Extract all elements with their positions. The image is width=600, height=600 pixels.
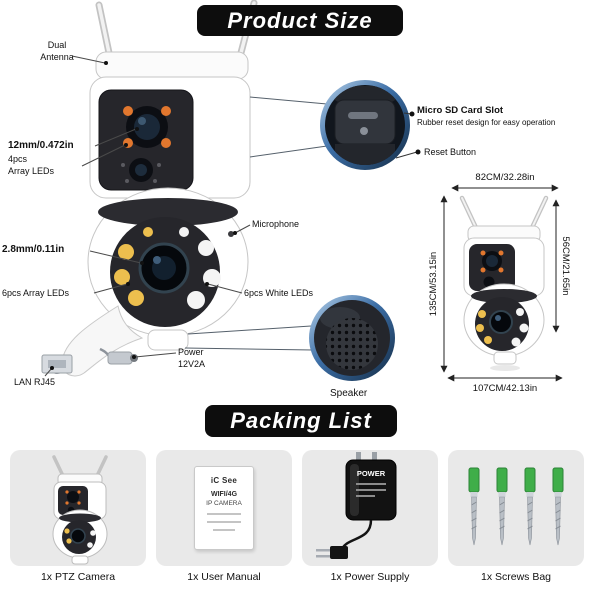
manual-wifi-text: WIFI/4G [210,491,238,498]
dimension-lines [440,184,563,382]
body-leds [114,227,221,309]
manual-decoration-line [213,529,235,531]
body-dark-face [110,217,220,327]
camera-head [89,76,251,199]
microphone-hole [228,231,234,237]
manual-decoration-line [207,521,241,523]
label-speaker: Speaker [330,388,368,399]
label-reset-button: Reset Button [424,147,477,157]
manual-brand-text: iC See [210,476,238,485]
leader-lines [44,55,251,377]
label-sd-card-desc: Rubber reset design for easy operation [417,118,556,127]
pack-box-power [302,450,438,566]
camera-body [87,187,249,337]
mount-arm [61,305,144,377]
packing-list-title-text: Packing List [230,408,372,433]
sd-card-closeup [333,86,397,165]
dim-width-top: 82CM/32.28in [475,172,535,183]
ptz-lens [138,242,190,294]
power-connector [99,347,138,365]
packing-list-title: Packing List [205,405,397,437]
tilt-band [98,198,238,226]
label-sd-card-slot: Micro SD Card Slot [417,105,504,116]
head-top-lens [123,106,171,148]
user-manual-card: iC See WIFI/4G IP CAMERA [194,466,254,550]
pack-box-camera [10,450,146,566]
dim-width-bottom: 107CM/42.13in [472,383,538,394]
label-6pcs-white-leds: 6pcs White LEDs [244,288,314,298]
lan-connector [41,354,73,374]
label-power: Power 12V2A [178,347,206,369]
pack-box-screws [448,450,584,566]
pack-label-screws-bag: 1x Screws Bag [480,571,552,583]
cable [44,364,68,374]
pack-label-power-supply: 1x Power Supply [330,571,410,583]
label-dual-antenna: Dual Antenna [40,40,74,62]
manual-camera-text: IP CAMERA [206,500,242,507]
label-microphone: Microphone [252,219,300,229]
sd-card-callout [249,80,421,170]
dim-height-left: 135CM/53.15in [428,251,439,317]
label-4pcs-array-leds: 4pcs Array LEDs [8,154,55,176]
label-lan-rj45: LAN RJ45 [14,377,56,387]
label-bottom-lens-size: 2.8mm/0.11in [2,244,65,255]
mount-bracket [95,51,249,80]
product-size-title-text: Product Size [227,7,373,33]
pack-label-user-manual: 1x User Manual [187,571,261,583]
label-top-lens-size: 12mm/0.472in [8,140,74,151]
antenna-left-icon [95,1,117,76]
leader-dots [50,61,237,370]
label-6pcs-array-leds: 6pcs Array LEDs [2,288,70,298]
dimension-camera-illustration [459,195,549,371]
pack-label-ptz-camera: 1x PTZ Camera [40,571,116,583]
speaker-closeup [320,307,378,370]
product-size-title: Product Size [197,5,403,36]
manual-decoration-line [207,513,241,515]
head-front-panel [98,89,194,191]
head-bottom-lens [121,158,161,183]
speaker-callout [184,295,395,381]
dim-height-right: 56CM/21.65in [560,236,571,296]
